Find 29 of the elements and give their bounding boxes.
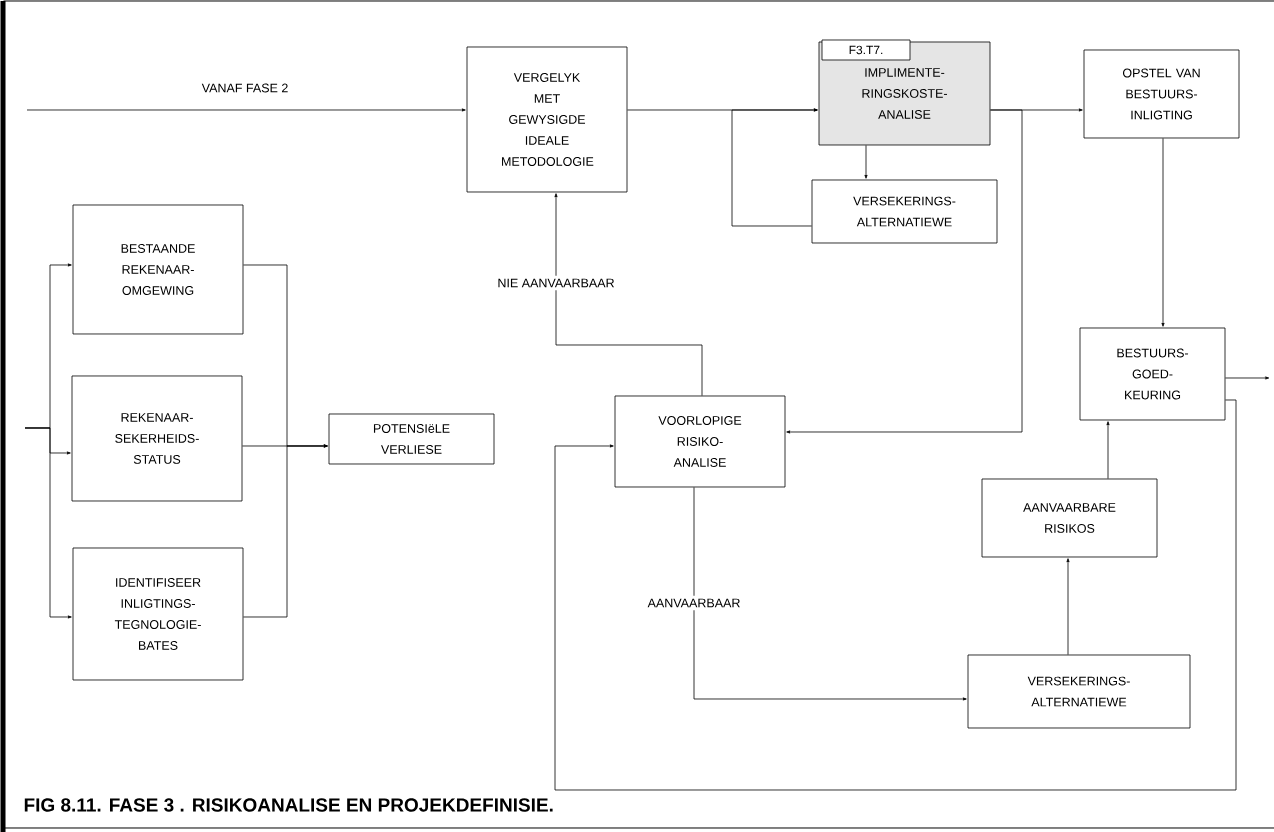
edge-label: NIE AANVAARBAAR [494, 275, 618, 291]
arrow [864, 145, 868, 179]
process-box: VOORLOPIGE RISIKO- ANALISE [614, 395, 786, 488]
arrow [693, 487, 967, 701]
arrow [731, 108, 818, 227]
arrow [26, 108, 466, 112]
arrow [1225, 376, 1270, 380]
arrow [554, 193, 703, 396]
arrow [554, 399, 1237, 791]
process-box: BESTUURS- GOED- KEURING [1079, 327, 1226, 421]
arrow [24, 427, 72, 619]
reference-tab: F3.T7. [821, 39, 911, 61]
process-box: IDENTIFISEER INLIGTINGS- TEGNOLOGIE- BATES [72, 547, 244, 681]
arrow [1106, 421, 1110, 479]
process-box: VERGELYK MET GEWYSIGDE IDEALE METODOLOGIE [466, 46, 628, 193]
arrow [786, 109, 1023, 434]
process-box: AANVAARBARE RISIKOS [981, 478, 1158, 558]
edge-label: AANVAARBAAR [644, 595, 744, 611]
process-box: VERSEKERINGS- ALTERNATIEWE [811, 179, 998, 244]
figure-caption: FIG 8.11. FASE 3 . RISIKOANALISE EN PROJEKDEFINISIE. [24, 798, 553, 812]
process-box: POTENSIëLE VERLIESE [328, 413, 495, 465]
edge-label: VANAF FASE 2 [201, 83, 288, 93]
arrow [1161, 138, 1165, 327]
arrow [1066, 558, 1070, 655]
arrow [243, 444, 328, 618]
process-box: VERSEKERINGS- ALTERNATIEWE [967, 654, 1191, 729]
process-box: OPSTEL VAN BESTUURS- INLIGTING [1083, 49, 1240, 139]
process-box: BESTAANDE REKENAAR- OMGEWING [72, 204, 244, 335]
process-box: REKENAAR- SEKERHEIDS- STATUS [71, 375, 243, 502]
